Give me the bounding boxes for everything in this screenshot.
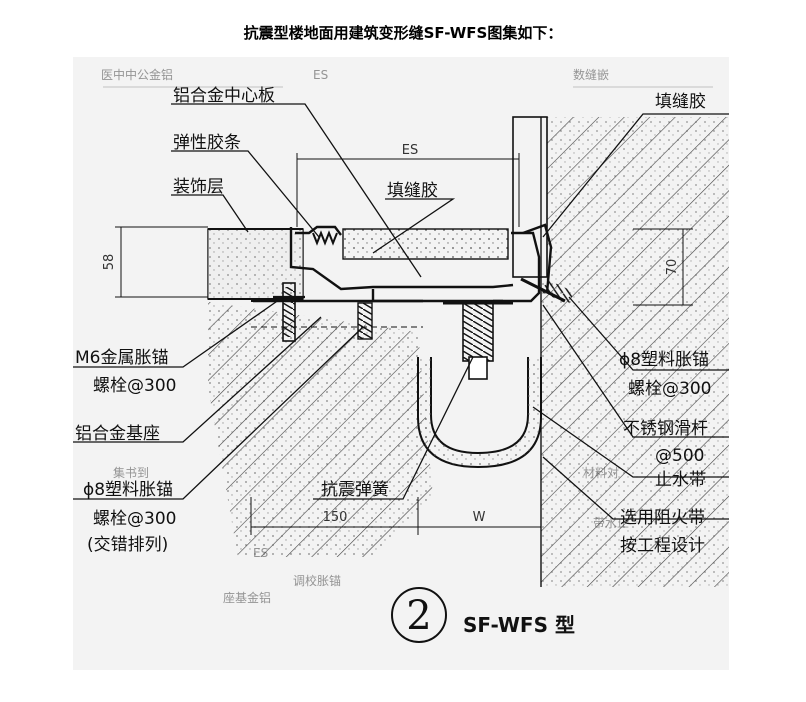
svg-text:集书到: 集书到: [113, 465, 149, 480]
left-plastic-anchor: [357, 302, 373, 340]
svg-text:ES: ES: [313, 68, 328, 82]
label-fire-band-1: 选用阻火带: [620, 508, 705, 528]
dim-width-right: W: [473, 510, 486, 525]
dim-height-right: 70: [665, 259, 680, 276]
label-filler-right: 填缝胶: [655, 92, 706, 112]
label-m6-anchor-2: 螺栓@300: [93, 376, 176, 396]
detail-number: 2: [406, 593, 431, 639]
label-decor-layer: 装饰层: [173, 177, 224, 197]
detail-marker: 2 SF-WFS 型: [391, 587, 575, 643]
label-plastic-anchor-3: (交错排列): [87, 535, 168, 555]
center-finish-layer: [342, 228, 509, 260]
label-waterstop: 止水带: [655, 470, 706, 490]
construction-drawing: 医中中公金铝 ES 数缝嵌 集书到 材料对 ES 带水止 座基金铝 调校胀锚: [73, 57, 729, 670]
leader-lines: [73, 103, 729, 520]
label-right-anchor-1: ϕ8塑料胀锚: [619, 350, 709, 370]
label-filler-mid: 填缝胶: [387, 181, 438, 201]
label-fire-band-2: 按工程设计: [620, 536, 705, 556]
dim-width-left: 150: [323, 510, 348, 525]
stainless-slide-bar: [520, 277, 575, 305]
label-elastic-strip: 弹性胶条: [173, 133, 241, 153]
label-m6-anchor-1: M6金属胀锚: [75, 348, 168, 368]
svg-text:调校胀锚: 调校胀锚: [293, 573, 341, 588]
waterstop-band: [417, 357, 542, 469]
dim-es: ES: [402, 143, 418, 158]
svg-text:数缝嵌: 数缝嵌: [573, 67, 609, 82]
label-plastic-anchor-2: 螺栓@300: [93, 509, 176, 529]
aluminum-center-plate: [253, 223, 553, 303]
label-spring: 抗震弹簧: [321, 480, 389, 500]
page-title: 抗震型楼地面用建筑变形缝SF-WFS图集如下：: [243, 24, 563, 42]
m6-anchor-bolt: [273, 282, 305, 342]
detail-type: SF-WFS 型: [463, 613, 575, 637]
label-al-center-plate: 铝合金中心板: [173, 86, 275, 106]
label-right-anchor-2: 螺栓@300: [628, 379, 711, 399]
label-slide-bar-1: 不锈钢滑杆: [623, 419, 708, 439]
right-concrete-wall: [512, 116, 729, 587]
svg-text:医中中公金铝: 医中中公金铝: [101, 67, 173, 82]
svg-text:座基金铝: 座基金铝: [223, 590, 271, 605]
label-slide-bar-2: @500: [655, 446, 704, 466]
label-al-base: 铝合金基座: [75, 424, 160, 444]
dimension-lines: [115, 153, 693, 535]
left-concrete-base: [208, 300, 433, 557]
elastic-rubber-strip: [312, 230, 338, 246]
label-plastic-anchor-1: ϕ8塑料胀锚: [83, 480, 173, 500]
dim-height-left: 58: [102, 254, 117, 271]
seismic-spring: [443, 300, 513, 380]
